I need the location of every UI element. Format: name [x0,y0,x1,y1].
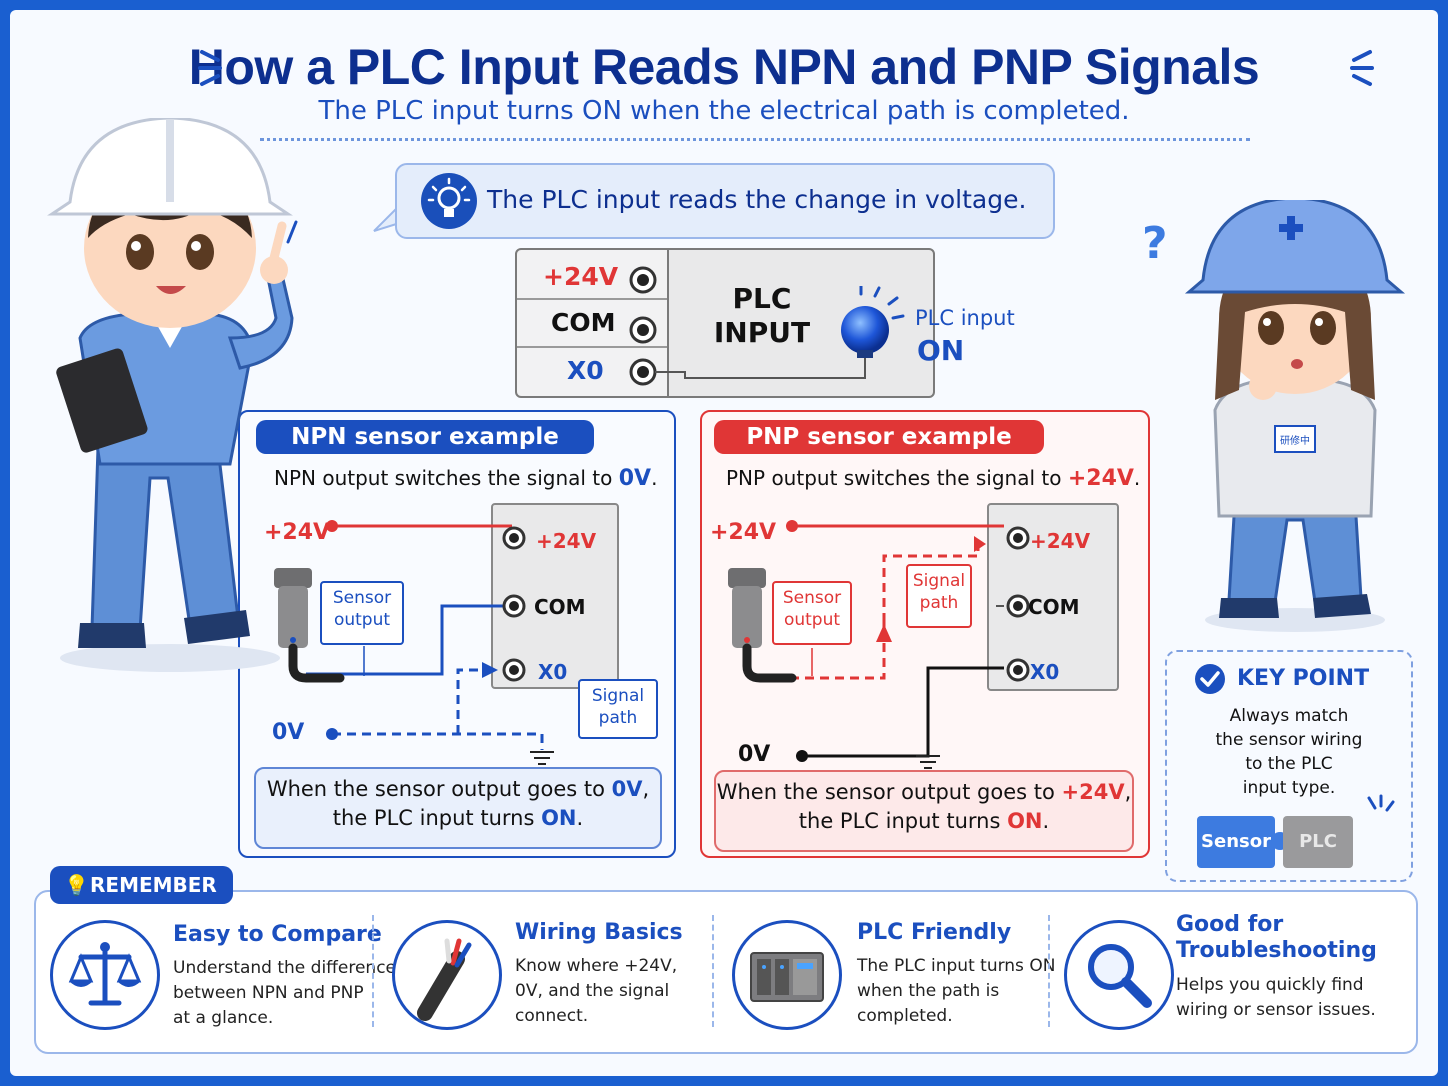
feature-title-plc-friendly: PLC Friendly [857,920,1012,945]
plc-input-label: PLC INPUT [713,282,811,349]
pnp-summary-note: When the sensor output goes to +24V, the… [714,770,1134,852]
remember-section [34,890,1418,1054]
balance-scale-icon [50,920,160,1030]
emphasis-lines-right-icon [1350,50,1374,86]
infographic-frame: How a PLC Input Reads NPN and PNP Signal… [10,10,1438,1076]
npn-terminal-24v: +24V [536,529,597,553]
npn-terminal-x0: X0 [538,660,568,684]
cable-icon [392,920,502,1030]
plc-module-icon [732,920,842,1030]
pnp-terminal-24v: +24V [1030,529,1091,553]
npn-terminal-screws [502,526,526,682]
checkmark-icon [1195,664,1225,694]
pnp-wiring-diagram [728,503,1119,769]
pnp-description: PNP output switches the signal to +24V. [726,466,1141,491]
terminal-label-com: COM [551,308,616,337]
feature-title-easy-to-compare: Easy to Compare [173,922,382,947]
emphasis-lines-icon [1367,794,1395,812]
npn-supply-label: +24V [264,520,331,545]
trainee-badge: 研修中 [1280,434,1310,447]
puzzle-piece-plc: PLC [1283,816,1353,868]
plc-input-indicator-state: ON [917,334,965,367]
pnp-proximity-sensor-icon [728,568,797,683]
terminal-label-24v: +24V [543,262,619,291]
pnp-panel-header: PNP sensor example [714,420,1044,454]
terminal-label-x0: X0 [567,356,604,385]
lightbulb-icon [421,173,477,229]
npn-description: NPN output switches the signal to 0V. [274,466,658,491]
callout-bubble: The PLC input reads the change in voltag… [395,163,1055,239]
npn-wiring-diagram [274,503,619,765]
page-title: How a PLC Input Reads NPN and PNP Signal… [188,39,1260,95]
female-trainee-illustration: 研修中 [1184,200,1406,632]
puzzle-piece-sensor: Sensor [1197,816,1275,868]
remember-tag: 💡REMEMBER [50,866,233,904]
npn-ground-label: 0V [272,720,305,745]
key-point-text: Always match the sensor wiring to the PL… [1215,706,1363,798]
npn-terminal-com: COM [534,595,586,619]
pnp-terminal-x0: X0 [1030,660,1060,684]
npn-panel-header: NPN sensor example [256,420,594,454]
npn-summary-note: When the sensor output goes to 0V, the P… [254,767,662,849]
lightbulb-small-icon: 💡 [64,873,89,897]
key-point-card: KEY POINT Always match the sensor wiring… [1165,650,1413,882]
pnp-ground-label: 0V [738,742,771,767]
plc-terminal-screws [629,266,866,386]
pnp-supply-label: +24V [710,520,777,545]
feature-title-wiring-basics: Wiring Basics [515,920,683,945]
page-subtitle: The PLC input turns ON when the electric… [318,96,1130,126]
emphasis-lines-left-icon [198,50,222,86]
key-point-title: KEY POINT [1237,666,1370,691]
npn-proximity-sensor-icon [274,568,345,683]
pnp-terminal-com: COM [1028,595,1080,619]
male-technician-illustration [47,118,298,672]
callout-text: The PLC input reads the change in voltag… [487,185,1027,214]
plc-input-indicator-label: PLC input [915,306,1015,330]
pnp-terminal-screws [1006,526,1030,682]
plc-input-module: +24V COM X0 PLC INPUT [515,248,935,398]
magnifier-icon [1064,920,1174,1030]
question-mark-icon: ? [1142,218,1168,269]
input-led-icon [841,286,905,358]
dotted-divider [260,138,1250,141]
